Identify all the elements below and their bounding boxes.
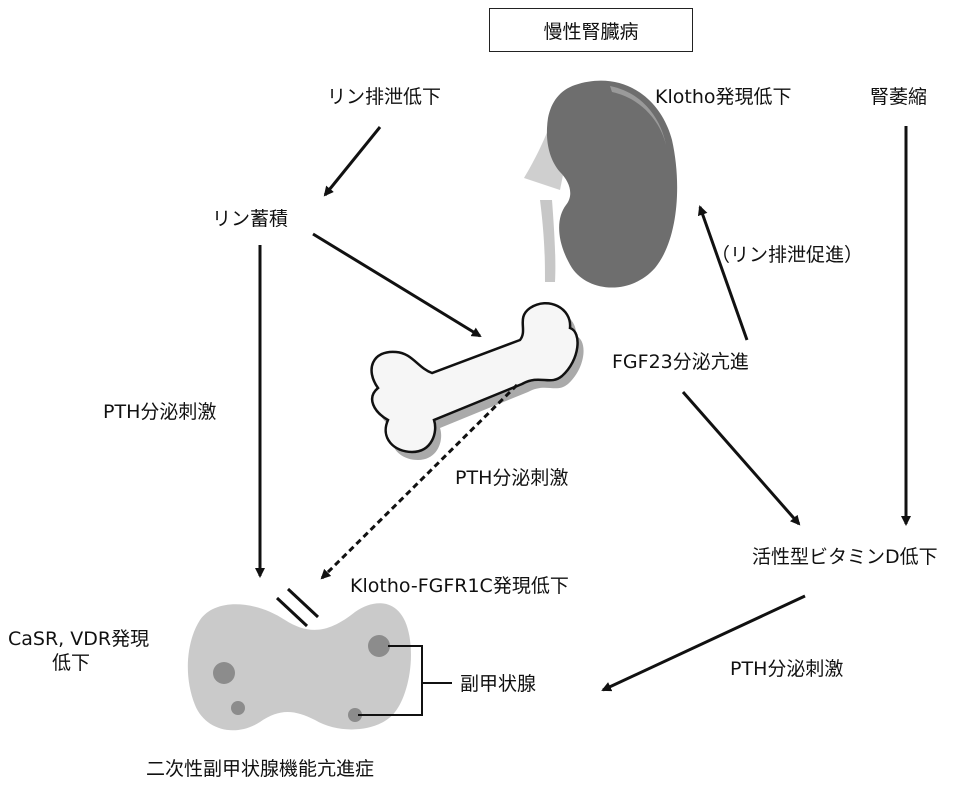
label-phosphate-accumulation: リン蓄積 [212, 208, 288, 231]
label-pth-stim-left: PTH分泌刺激 [103, 401, 216, 424]
label-casr-vdr-down-line1: CaSR, VDR発現 [8, 628, 149, 651]
arrow-fgf23-to-kidney [700, 207, 747, 340]
label-phosphate-excretion-down: リン排泄低下 [327, 86, 441, 109]
label-pth-stim-right: PTH分泌刺激 [730, 658, 843, 681]
label-pth-stim-middle: PTH分泌刺激 [455, 467, 568, 490]
title-box: 慢性腎臓病 [489, 8, 693, 52]
label-casr-vdr-down-line2: 低下 [52, 652, 90, 675]
label-renal-atrophy: 腎萎縮 [870, 86, 927, 109]
label-fgf23-up: FGF23分泌亢進 [612, 351, 749, 374]
label-klotho-down: Klotho発現低下 [655, 86, 791, 109]
bone-icon [372, 303, 584, 460]
kidney-icon [524, 81, 677, 288]
arrow-fgf23-to-vitd [683, 392, 799, 524]
parathyroid-icon [188, 603, 411, 730]
label-parathyroid: 副甲状腺 [460, 673, 536, 696]
arrow-accumulation-to-bone [313, 234, 480, 336]
label-active-vitd-down: 活性型ビタミンD低下 [752, 546, 938, 569]
label-secondary-hyperparathyroidism: 二次性副甲状腺機能亢進症 [146, 758, 374, 781]
page-title: 慢性腎臓病 [543, 17, 638, 44]
arrow-excretion-to-accumulation [325, 127, 380, 195]
label-phosphate-excretion-up: （リン排泄促進） [711, 244, 863, 267]
label-klotho-fgfr1c-down: Klotho-FGFR1C発現低下 [350, 575, 569, 598]
